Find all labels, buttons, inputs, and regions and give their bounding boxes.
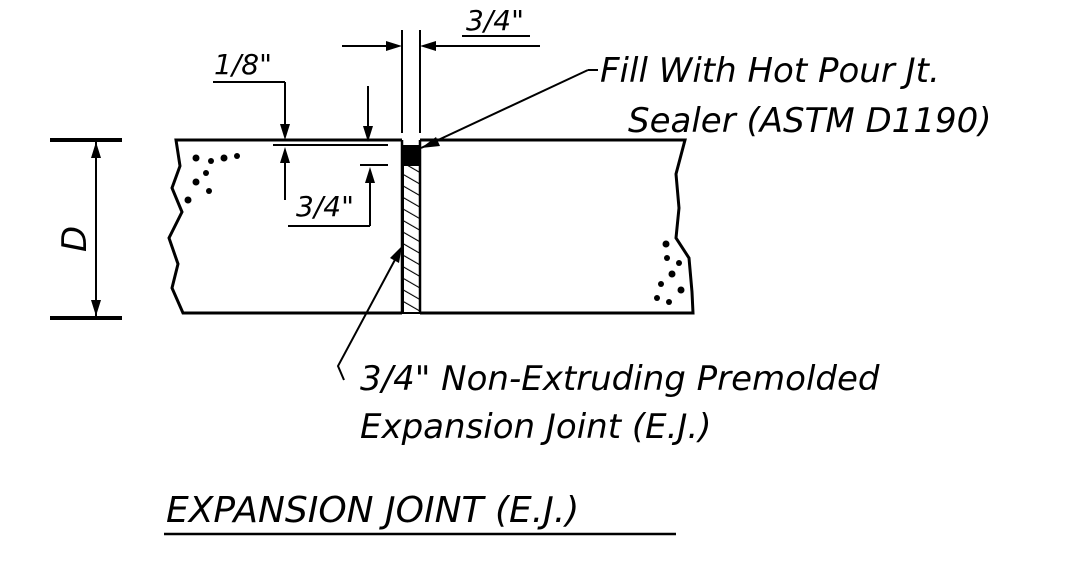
recess-label: 1/8" bbox=[214, 48, 272, 81]
joint-width-dimension: 3/4" bbox=[342, 4, 540, 133]
recess-dimension: 1/8" bbox=[213, 48, 388, 146]
filler-note-line2: Expansion Joint (E.J.) bbox=[360, 407, 712, 447]
left-slab bbox=[167, 138, 402, 315]
seal-depth-label: 3/4" bbox=[296, 190, 354, 223]
joint-width-label: 3/4" bbox=[466, 4, 524, 37]
seal-depth-dimension: 3/4" bbox=[280, 147, 388, 227]
depth-label: D bbox=[55, 226, 95, 252]
title-text: EXPANSION JOINT (E.J.) bbox=[166, 490, 579, 531]
sealer-callout: Fill With Hot Pour Jt. Sealer (ASTM D119… bbox=[420, 51, 991, 149]
drawing-title: EXPANSION JOINT (E.J.) bbox=[164, 490, 676, 536]
aggregate-right bbox=[654, 240, 685, 305]
filler-note-line1: 3/4" Non-Extruding Premolded bbox=[360, 359, 880, 399]
aggregate-left bbox=[184, 153, 240, 204]
depth-dimension: D bbox=[50, 138, 122, 320]
sealer-fill bbox=[403, 145, 420, 165]
sealer-note-line2: Sealer (ASTM D1190) bbox=[628, 101, 991, 141]
sealer-note-line1: Fill With Hot Pour Jt. bbox=[600, 51, 940, 91]
right-slab bbox=[420, 138, 695, 315]
premolded-filler bbox=[402, 164, 421, 314]
filler-callout: 3/4" Non-Extruding Premolded Expansion J… bbox=[336, 246, 880, 447]
